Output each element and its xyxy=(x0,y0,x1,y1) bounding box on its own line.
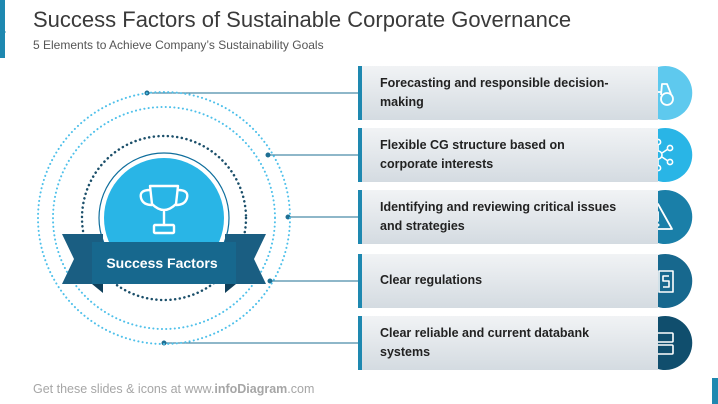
inner-dotted-ring xyxy=(80,134,248,302)
factor-item-4: Clear regulations xyxy=(358,254,710,308)
factor-item-1: Forecasting and responsible decision-mak… xyxy=(358,66,710,120)
footer-suffix: .com xyxy=(287,382,315,396)
footer-prefix: Get these slides & icons at www. xyxy=(33,382,215,396)
page-subtitle: 5 Elements to Achieve Company’s Sustaina… xyxy=(33,38,324,52)
factor-item-2: Flexible CG structure based on corporate… xyxy=(358,128,710,182)
left-accent-marker xyxy=(0,27,6,37)
center-label: Success Factors xyxy=(106,255,218,271)
factor-item-5: Clear reliable and current databank syst… xyxy=(358,316,710,370)
factor-label-5: Clear reliable and current databank syst… xyxy=(380,325,590,359)
factor-bar-3 xyxy=(358,190,658,244)
outer-dotted-ring xyxy=(37,91,291,345)
factor-bar-2 xyxy=(358,128,658,182)
factor-item-3: Identifying and reviewing critical issue… xyxy=(358,190,710,244)
factor-label-1: Forecasting and responsible decision-mak… xyxy=(380,75,609,109)
footer-brand: infoDiagram xyxy=(214,382,288,396)
factor-bar-1 xyxy=(358,66,658,120)
factor-bar-4 xyxy=(358,254,658,308)
middle-dotted-ring xyxy=(52,106,276,330)
right-accent-bar xyxy=(712,378,718,404)
factor-label-2: Flexible CG structure based on corporate… xyxy=(380,137,565,171)
factor-bar-5 xyxy=(358,316,658,370)
connector-4-dot xyxy=(267,278,273,284)
footer-credit: Get these slides & icons at www.infoDiag… xyxy=(33,382,314,396)
factor-label-3: Identifying and reviewing critical issue… xyxy=(380,199,617,233)
page-title: Success Factors of Sustainable Corporate… xyxy=(33,7,572,32)
factor-label-4: Clear regulations xyxy=(380,273,483,288)
trophy-icon xyxy=(139,184,189,235)
center-ribbon xyxy=(62,234,266,293)
connector-2-dot xyxy=(265,152,271,158)
